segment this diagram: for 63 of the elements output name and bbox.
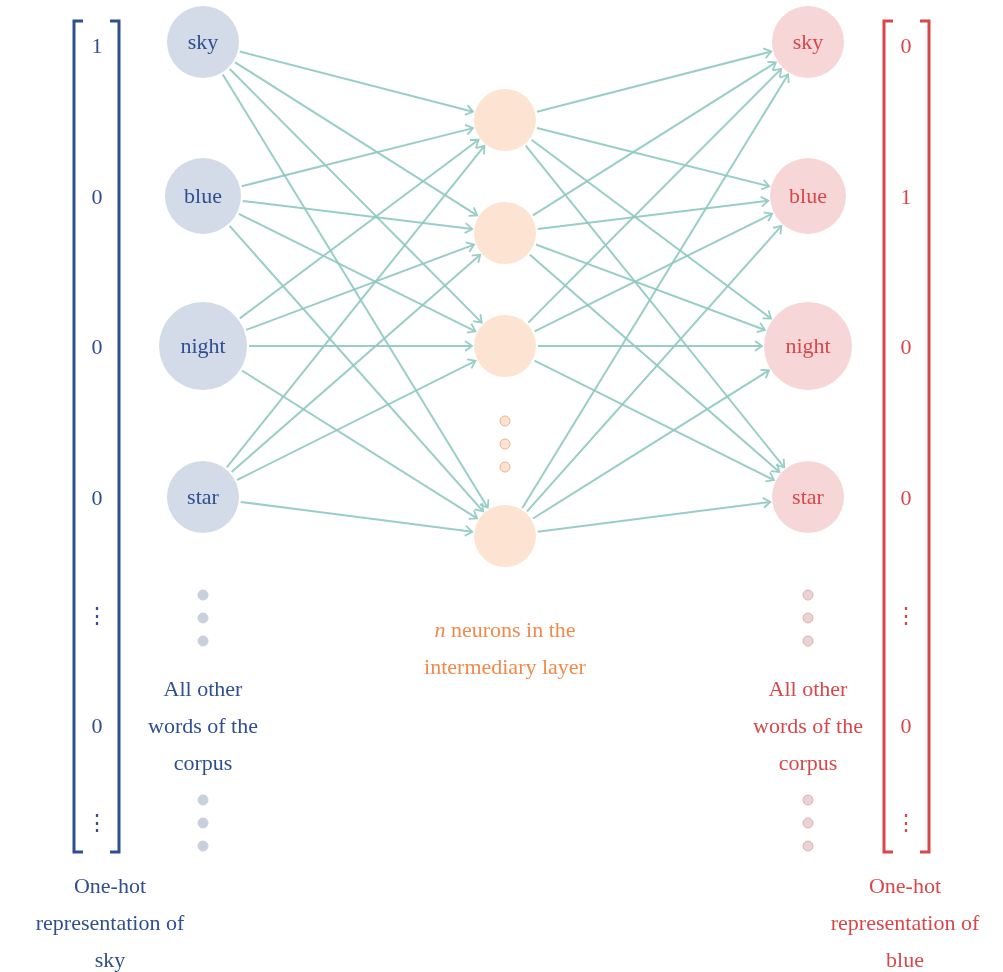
arrow <box>225 144 486 469</box>
arrow <box>221 73 490 509</box>
vector-entry: 0 <box>90 332 104 361</box>
arrow <box>521 73 790 509</box>
arrow <box>533 211 774 333</box>
arrow <box>528 253 781 473</box>
arrow <box>245 241 476 331</box>
arrow <box>533 359 775 483</box>
arrow <box>536 496 772 533</box>
arrow <box>532 369 770 520</box>
layer-caption: All other words of the corpus <box>147 674 259 777</box>
hidden-neuron <box>474 202 536 264</box>
layer-caption: All other words of the corpus <box>752 674 864 777</box>
input-neuron: star <box>167 461 239 533</box>
vector-entry: 1 <box>899 182 913 211</box>
output-neuron: blue <box>770 158 846 234</box>
vector-caption: One-hot representation of sky <box>35 871 185 972</box>
arrow <box>536 195 770 230</box>
vector-entry: ⋮ <box>894 601 918 630</box>
arrow <box>537 340 763 352</box>
arrow <box>236 358 477 481</box>
vector-entry: ⋮ <box>85 808 109 837</box>
vector-caption: One-hot representation of blue <box>830 871 980 972</box>
arrow <box>536 127 771 191</box>
vector-entry: 1 <box>90 31 104 60</box>
arrow <box>238 50 474 116</box>
vector-entry: 0 <box>90 711 104 740</box>
arrow <box>526 224 783 513</box>
output-neuron: night <box>764 302 852 390</box>
vector-entry: 0 <box>899 711 913 740</box>
output-neuron: sky <box>772 6 844 78</box>
output-neuron: star <box>772 461 844 533</box>
arrow <box>237 212 477 334</box>
hidden-neuron <box>474 315 536 377</box>
vector-entry: ⋮ <box>85 601 109 630</box>
arrow <box>240 124 474 188</box>
input-neuron: sky <box>167 6 239 78</box>
input-neuron: night <box>159 302 247 390</box>
vector-entry: 0 <box>899 483 913 512</box>
arrow <box>240 369 479 520</box>
arrow <box>527 67 783 324</box>
arrow <box>534 243 766 334</box>
vector-entry: 0 <box>899 31 913 60</box>
vector-entry: ⋮ <box>894 808 918 837</box>
arrow <box>239 500 474 537</box>
arrow <box>238 138 480 320</box>
arrow <box>248 340 473 352</box>
arrow <box>228 68 483 324</box>
hidden-neuron <box>474 505 536 567</box>
arrow <box>230 253 482 473</box>
arrow <box>536 47 773 113</box>
input-neuron: blue <box>165 158 241 234</box>
vector-entry: 0 <box>90 483 104 512</box>
arrow <box>530 138 773 320</box>
arrow <box>234 61 479 217</box>
arrow <box>531 60 777 217</box>
arrow <box>228 224 485 513</box>
vector-entry: 0 <box>90 182 104 211</box>
arrow <box>524 144 786 469</box>
layer-caption: n neurons in the intermediary layer <box>423 616 587 681</box>
arrow <box>241 199 474 234</box>
hidden-neuron <box>474 89 536 151</box>
vector-entry: 0 <box>899 332 913 361</box>
